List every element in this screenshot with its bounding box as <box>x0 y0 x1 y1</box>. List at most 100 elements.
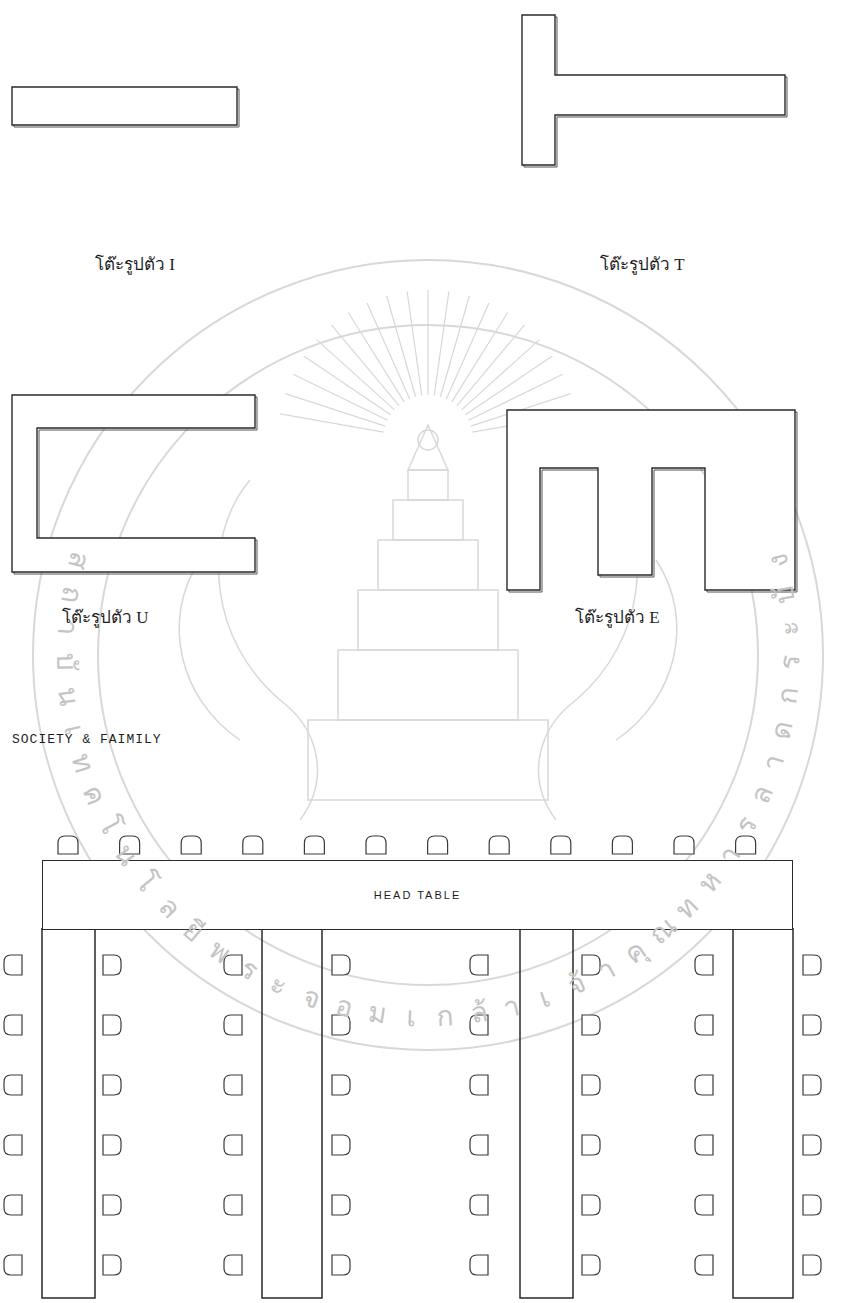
chair-symbol <box>243 836 263 854</box>
seal-spire-tier <box>338 650 518 720</box>
u-shaped-table <box>12 395 255 572</box>
chairs <box>4 836 821 1275</box>
seal-flourish <box>616 560 677 740</box>
chair-symbol <box>695 1075 713 1095</box>
chair-symbol <box>470 1255 488 1275</box>
seal-ray <box>280 414 383 432</box>
chair-symbol <box>803 955 821 975</box>
chair-symbol <box>332 955 350 975</box>
watermark-glyph: า <box>758 751 789 775</box>
chair-symbol <box>224 955 242 975</box>
chair-symbol <box>674 836 694 854</box>
watermark-glyph: น <box>53 685 83 707</box>
watermark-glyph: พ <box>205 935 236 968</box>
chair-symbol <box>4 1015 22 1035</box>
chair-symbol <box>120 836 140 854</box>
watermark-glyph: ค <box>77 780 110 808</box>
watermark-glyph: เ <box>405 1002 416 1030</box>
chair-symbol <box>695 1015 713 1035</box>
chair-symbol <box>224 1195 242 1215</box>
watermark-glyph: า <box>593 954 621 986</box>
watermark-glyph: จ <box>299 982 323 1014</box>
chair-symbol <box>695 1195 713 1215</box>
watermark-glyph: ม <box>366 998 388 1028</box>
seal-ray <box>304 356 391 415</box>
chair-symbol <box>224 1255 242 1275</box>
watermark-glyph: ร <box>236 954 263 986</box>
chair-symbol <box>4 1075 22 1095</box>
e-shaped-table <box>507 410 795 590</box>
chair-symbol <box>695 1255 713 1275</box>
watermark-glyph: ถ <box>56 584 86 605</box>
watermark-glyph: ส <box>63 549 94 573</box>
seal-spire-tier <box>408 470 448 500</box>
chair-symbol <box>332 1255 350 1275</box>
watermark-glyph: คุ <box>620 935 652 969</box>
watermark-glyph: า <box>501 992 523 1023</box>
chair-symbol <box>332 1075 350 1095</box>
seal-ray <box>457 325 524 405</box>
chair-symbol <box>612 836 632 854</box>
seal-jewel <box>418 430 438 450</box>
long-table <box>42 928 95 1298</box>
long-table <box>520 928 573 1298</box>
chair-symbol <box>304 836 324 854</box>
seal-ray <box>461 340 539 410</box>
seal-ray <box>332 325 399 405</box>
table-caption: โต๊ะรูปตัว T <box>600 250 685 277</box>
watermark-glyph: ะ <box>267 969 292 1001</box>
seal-ray <box>452 313 508 402</box>
chair-symbol <box>803 1075 821 1095</box>
watermark-glyph: ร <box>732 812 764 838</box>
chair-symbol <box>470 1195 488 1215</box>
chair-symbol <box>103 1015 121 1035</box>
seal-ray <box>446 303 489 399</box>
seal-spire-tier <box>378 540 478 590</box>
chair-symbol <box>428 836 448 854</box>
seal-ray <box>434 291 449 395</box>
chair-symbol <box>224 1075 242 1095</box>
chair-symbol <box>582 1075 600 1095</box>
chair-symbol <box>103 1135 121 1155</box>
seal-ring <box>33 260 823 1050</box>
chair-symbol <box>736 836 756 854</box>
chair-symbol <box>582 1015 600 1035</box>
seal-ray <box>317 340 395 410</box>
seal-ray <box>387 296 416 397</box>
seal-watermark <box>33 260 823 1050</box>
t-shaped-table <box>522 15 785 165</box>
long-table <box>733 928 793 1298</box>
watermark-glyph: อ <box>332 991 355 1022</box>
chair-symbol <box>470 1075 488 1095</box>
chair-symbol <box>803 1195 821 1215</box>
chair-symbol <box>582 1195 600 1215</box>
long-tables <box>42 928 793 1298</box>
watermark-glyph: บั <box>770 583 801 605</box>
section-heading: SOCIETY & FAIMILY <box>12 732 162 747</box>
watermark-glyph: บั <box>52 653 80 672</box>
chair-symbol <box>4 1255 22 1275</box>
table-caption: โต๊ะรูปตัว I <box>95 250 175 277</box>
chair-symbol <box>332 1195 350 1215</box>
long-table <box>262 928 322 1298</box>
chair-symbol <box>4 1135 22 1155</box>
seal-spire-tier <box>308 720 548 800</box>
chair-symbol <box>224 1015 242 1035</box>
seal-flourish <box>219 480 318 820</box>
watermark-glyph: เ <box>536 983 555 1013</box>
chair-symbol <box>803 1255 821 1275</box>
chair-symbol <box>103 955 121 975</box>
table-shapes <box>12 15 797 592</box>
chair-symbol <box>366 836 386 854</box>
watermark-glyph: ท <box>66 750 98 776</box>
chair-symbol <box>695 955 713 975</box>
seal-spire-top <box>408 425 448 470</box>
chair-symbol <box>4 1195 22 1215</box>
chair-symbol <box>103 1255 121 1275</box>
chair-symbol <box>4 955 22 975</box>
seal-flourish <box>179 560 240 740</box>
seal-ray <box>427 290 428 395</box>
chair-symbol <box>582 1255 600 1275</box>
watermark-glyph: ก <box>773 686 803 706</box>
watermark-glyph: ก <box>436 1002 454 1031</box>
